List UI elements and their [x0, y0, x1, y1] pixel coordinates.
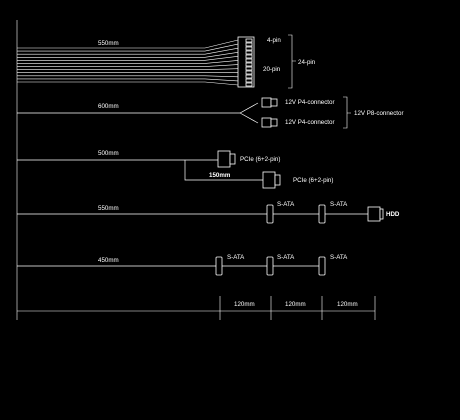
atx-pin — [245, 54, 253, 59]
atx-pin — [245, 58, 253, 63]
sata-connector-1 — [266, 204, 274, 224]
atx-wire — [17, 51, 239, 58]
spacing-label-1: 120mm — [234, 301, 255, 308]
cpu-p4-connector-b-latch — [270, 118, 278, 127]
cpu-p4-connector-a-latch — [270, 98, 278, 107]
sata-connector-5 — [318, 256, 326, 276]
atx-pin — [245, 70, 253, 75]
hdd-molex-tip — [379, 208, 384, 220]
atx-wire — [17, 47, 239, 55]
hdd-label: HDD — [386, 211, 400, 218]
atx-pin — [245, 38, 253, 43]
atx-group-bracket — [288, 34, 296, 89]
atx-wire-bundle — [17, 39, 239, 86]
sata-hdd-cable-length: 550mm — [98, 205, 119, 212]
atx-pin — [245, 50, 253, 55]
atx-wire — [17, 39, 239, 49]
sata-hdd-cable: 550mm S-ATA S-ATA HDD — [17, 201, 400, 224]
pcie-connector-b-tip — [274, 174, 281, 186]
atx-cable-length: 550mm — [98, 40, 119, 47]
atx-wire — [17, 64, 239, 67]
spacing-dimension: 120mm 120mm 120mm — [17, 296, 376, 320]
pcie-connector-a — [217, 150, 231, 168]
atx-pin — [245, 82, 253, 87]
atx-wire — [17, 43, 239, 52]
cpu-cable-length: 600mm — [98, 103, 119, 110]
cpu-cable: 600mm 12V P4-connector 12V P4-connector … — [17, 96, 404, 129]
atx-pin — [245, 78, 253, 83]
cpu-p4-connector-b — [261, 117, 272, 128]
sata-connector-2 — [318, 204, 326, 224]
atx-connector-pins — [245, 38, 253, 87]
pcie-connector-a-tip — [229, 153, 236, 165]
sata-label-3: S-ATA — [227, 254, 245, 261]
pcie-cable-length: 500mm — [98, 150, 119, 157]
atx-pin — [245, 74, 253, 79]
atx-wire — [17, 75, 239, 78]
cpu-wire — [17, 102, 259, 124]
atx-pin — [245, 62, 253, 67]
sata-label-4: S-ATA — [277, 254, 295, 261]
pcie-label-b: PCIe (6+2-pin) — [293, 177, 333, 184]
hdd-molex-connector — [367, 206, 381, 222]
sata-cable-length: 450mm — [98, 257, 119, 264]
atx-wire — [17, 81, 239, 86]
atx-pin — [245, 66, 253, 71]
atx-cable: 550mm 4-pin 20-pin 24-pin — [17, 34, 316, 89]
atx-pin — [245, 46, 253, 51]
spacing-label-3: 120mm — [337, 301, 358, 308]
atx-wire — [17, 60, 239, 64]
atx-pin — [245, 42, 253, 47]
atx-wire — [17, 68, 239, 70]
pcie-label-a: PCIe (6+2-pin) — [240, 156, 280, 163]
sata-connector-4 — [266, 256, 274, 276]
atx-20pin-label: 20-pin — [263, 66, 281, 73]
sata-cable: 450mm S-ATA S-ATA S-ATA — [17, 254, 348, 276]
pcie-branch-length: 150mm — [209, 172, 231, 179]
spacing-label-2: 120mm — [285, 301, 306, 308]
cpu-p8-label: 12V P8-connector — [354, 110, 404, 117]
atx-wire — [17, 56, 239, 61]
pcie-connector-b — [262, 171, 276, 189]
sata-label-2: S-ATA — [330, 201, 348, 208]
sata-label-5: S-ATA — [330, 254, 348, 261]
pcie-cable: 500mm PCIe (6+2-pin) 150mm PCIe (6+2-pin… — [17, 150, 333, 189]
atx-4pin-label: 4-pin — [267, 37, 281, 44]
cpu-group-bracket — [343, 96, 351, 129]
sata-connector-3 — [215, 256, 223, 276]
cpu-p4-connector-a — [261, 97, 272, 108]
cpu-p4-label-a: 12V P4-connector — [285, 99, 335, 106]
atx-wire — [17, 78, 239, 82]
atx-24pin-label: 24-pin — [298, 59, 316, 66]
sata-label-1: S-ATA — [277, 201, 295, 208]
cpu-p4-label-b: 12V P4-connector — [285, 119, 335, 126]
pcie-wire — [17, 159, 263, 181]
